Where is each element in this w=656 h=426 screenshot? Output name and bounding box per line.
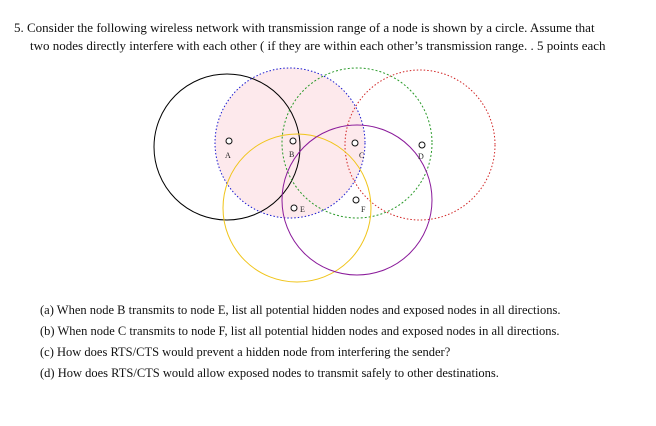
node-a-label: A <box>225 151 231 160</box>
question-a: (a) When node B transmits to node E, lis… <box>40 303 561 317</box>
node-c: C <box>351 139 364 160</box>
node-e-label: E <box>300 205 305 214</box>
node-f-range-circle <box>281 124 433 276</box>
problem-line-1: 5. Consider the following wireless netwo… <box>14 20 595 35</box>
node-f: F <box>352 196 366 214</box>
question-list: (a) When node B transmits to node E, lis… <box>40 300 640 384</box>
node-b: B <box>289 137 297 159</box>
node-b-label: B <box>289 150 294 159</box>
problem-line-2: two nodes directly interfere with each o… <box>30 38 606 53</box>
question-c: (c) How does RTS/CTS would prevent a hid… <box>40 345 451 359</box>
problem-statement: 5. Consider the following wireless netwo… <box>14 19 634 55</box>
node-c-range-circle <box>281 67 433 219</box>
node-d-range-circle <box>344 69 496 221</box>
node-f-label: F <box>361 205 366 214</box>
question-b: (b) When node C transmits to node F, lis… <box>40 324 560 338</box>
node-e-range-circle <box>222 133 372 283</box>
node-a-range-circle <box>153 73 301 221</box>
node-c-label: C <box>359 151 364 160</box>
node-a: A <box>225 137 233 160</box>
node-b-range-fill <box>215 68 365 218</box>
node-e: E <box>290 204 305 214</box>
node-d-label: D <box>418 152 424 161</box>
node-b-range-circle <box>214 67 366 219</box>
question-d: (d) How does RTS/CTS would allow exposed… <box>40 366 499 380</box>
node-d: D <box>418 141 426 161</box>
